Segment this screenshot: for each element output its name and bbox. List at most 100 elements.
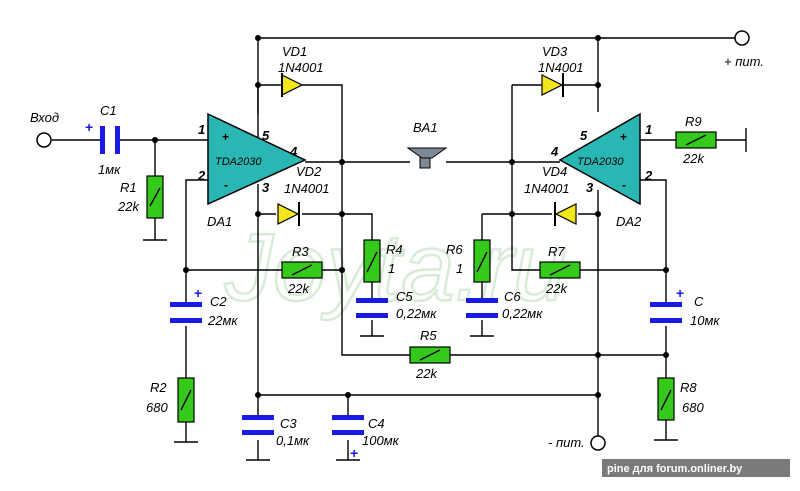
diode-vd4: VD4 1N4001 (524, 164, 577, 226)
da1-chip-label: TDA2030 (215, 156, 262, 168)
resistor-symbol-icon (363, 239, 381, 283)
diode-vd2: VD2 1N4001 (277, 164, 330, 226)
capacitor-symbol-icon (466, 298, 498, 318)
vd4-ref: VD4 (542, 164, 567, 179)
c1-value: 1мк (98, 162, 121, 177)
c3-ref: C3 (280, 416, 297, 431)
diode-symbol-icon (541, 73, 564, 97)
opamp-da2: TDA2030 + - 1 2 3 4 5 DA2 (550, 112, 653, 229)
resistor-r6: R6 1 (446, 239, 491, 283)
da1-ref: DA1 (207, 214, 232, 229)
r9-value: 22k (682, 151, 705, 166)
r1-ref: R1 (120, 180, 137, 195)
da1-pin3: 3 (262, 180, 270, 195)
capacitor-symbol-icon (170, 302, 202, 323)
speaker-ba1: BA1 (406, 120, 448, 169)
vd3-ref: VD3 (542, 44, 568, 59)
resistor-symbol-icon (281, 261, 323, 279)
resistor-r2: R2 680 (146, 377, 195, 423)
watermark-text: Joyta.ru (224, 214, 566, 321)
da2-pin5: 5 (580, 128, 588, 143)
capacitor-c2: + C2 22мк (170, 285, 238, 328)
resistor-symbol-icon (473, 239, 491, 283)
vminus-label: - пит. (548, 435, 585, 450)
resistor-r5: R5 22k (409, 328, 451, 381)
r5-value: 22k (415, 366, 438, 381)
resistor-r1: R1 22k (117, 175, 164, 219)
r4-ref: R4 (386, 242, 403, 257)
capacitor-symbol-icon (332, 415, 364, 435)
r1-value: 22k (117, 199, 140, 214)
capacitor-c: + C 10мк (650, 285, 720, 328)
r8-value: 680 (682, 400, 704, 415)
resistor-symbol-icon (675, 131, 717, 149)
da1-minus-sign: - (224, 178, 228, 192)
c3-value: 0,1мк (276, 433, 310, 448)
c1-ref: C1 (100, 103, 117, 118)
da2-minus-sign: - (622, 178, 626, 192)
c6-ref: C6 (504, 289, 521, 304)
r6-ref: R6 (446, 242, 463, 257)
resistor-symbol-icon (177, 377, 195, 423)
c5-value: 0,22мк (396, 306, 437, 321)
junction-dots (152, 35, 669, 398)
da1-pin4: 4 (289, 144, 298, 159)
diode-symbol-icon (281, 73, 304, 97)
vd3-part: 1N4001 (538, 60, 584, 75)
capacitor-c6: C6 0,22мк (466, 289, 543, 321)
diode-vd3: VD3 1N4001 (538, 44, 584, 97)
r2-value: 680 (146, 400, 168, 415)
da2-pin4: 4 (550, 144, 559, 159)
capacitor-symbol-icon (650, 302, 682, 323)
r3-value: 22k (287, 281, 310, 296)
vd1-part: 1N4001 (278, 60, 324, 75)
credit-text: pine для forum.onliner.by (607, 463, 743, 475)
resistor-r8: R8 680 (657, 377, 704, 421)
c-value: 10мк (690, 313, 720, 328)
input-label: Вход (30, 110, 59, 125)
c4-ref: C4 (368, 416, 385, 431)
c-ref: C (694, 294, 704, 309)
r3-ref: R3 (292, 244, 309, 259)
credit-badge: pine для forum.onliner.by (602, 459, 790, 477)
da2-chip-label: TDA2030 (577, 156, 624, 168)
vd2-part: 1N4001 (284, 181, 330, 196)
c4-polarity: + (350, 445, 358, 461)
triangle-amplifier-icon (558, 112, 641, 206)
capacitor-c4: + C4 100мк (332, 415, 400, 461)
capacitor-symbol-icon (356, 298, 388, 318)
r6-value: 1 (456, 261, 463, 276)
r5-ref: R5 (420, 328, 437, 343)
diode-symbol-icon (554, 202, 577, 226)
vplus-label: + пит. (724, 54, 764, 69)
da2-pin3: 3 (586, 180, 594, 195)
r7-ref: R7 (548, 244, 565, 259)
ground-symbols (143, 239, 678, 461)
da1-plus-sign: + (222, 130, 229, 144)
c1-polarity: + (85, 119, 93, 135)
capacitor-symbol-icon (242, 415, 274, 435)
resistor-symbol-icon (409, 346, 451, 364)
c5-ref: C5 (396, 289, 413, 304)
triangle-amplifier-icon (207, 112, 307, 206)
resistor-symbol-icon (146, 175, 164, 219)
vd1-ref: VD1 (282, 44, 307, 59)
da1-pin5: 5 (262, 128, 270, 143)
da2-plus-sign: + (620, 130, 627, 144)
resistor-symbol-icon (539, 261, 581, 279)
resistor-r7: R7 22k (539, 244, 581, 296)
speaker-ref: BA1 (413, 120, 438, 135)
capacitor-c1: + C1 1мк (85, 103, 121, 177)
vd4-part: 1N4001 (524, 181, 570, 196)
c2-ref: C2 (210, 294, 227, 309)
c4-value: 100мк (362, 433, 400, 448)
c2-polarity: + (194, 285, 202, 301)
da2-pin1: 1 (645, 122, 652, 137)
da2-pin2: 2 (644, 168, 653, 183)
r8-ref: R8 (680, 380, 697, 395)
capacitor-c3: C3 0,1мк (242, 415, 310, 448)
wires (52, 37, 747, 460)
diode-vd1: VD1 1N4001 (278, 44, 324, 97)
da1-pin2: 2 (197, 168, 206, 183)
